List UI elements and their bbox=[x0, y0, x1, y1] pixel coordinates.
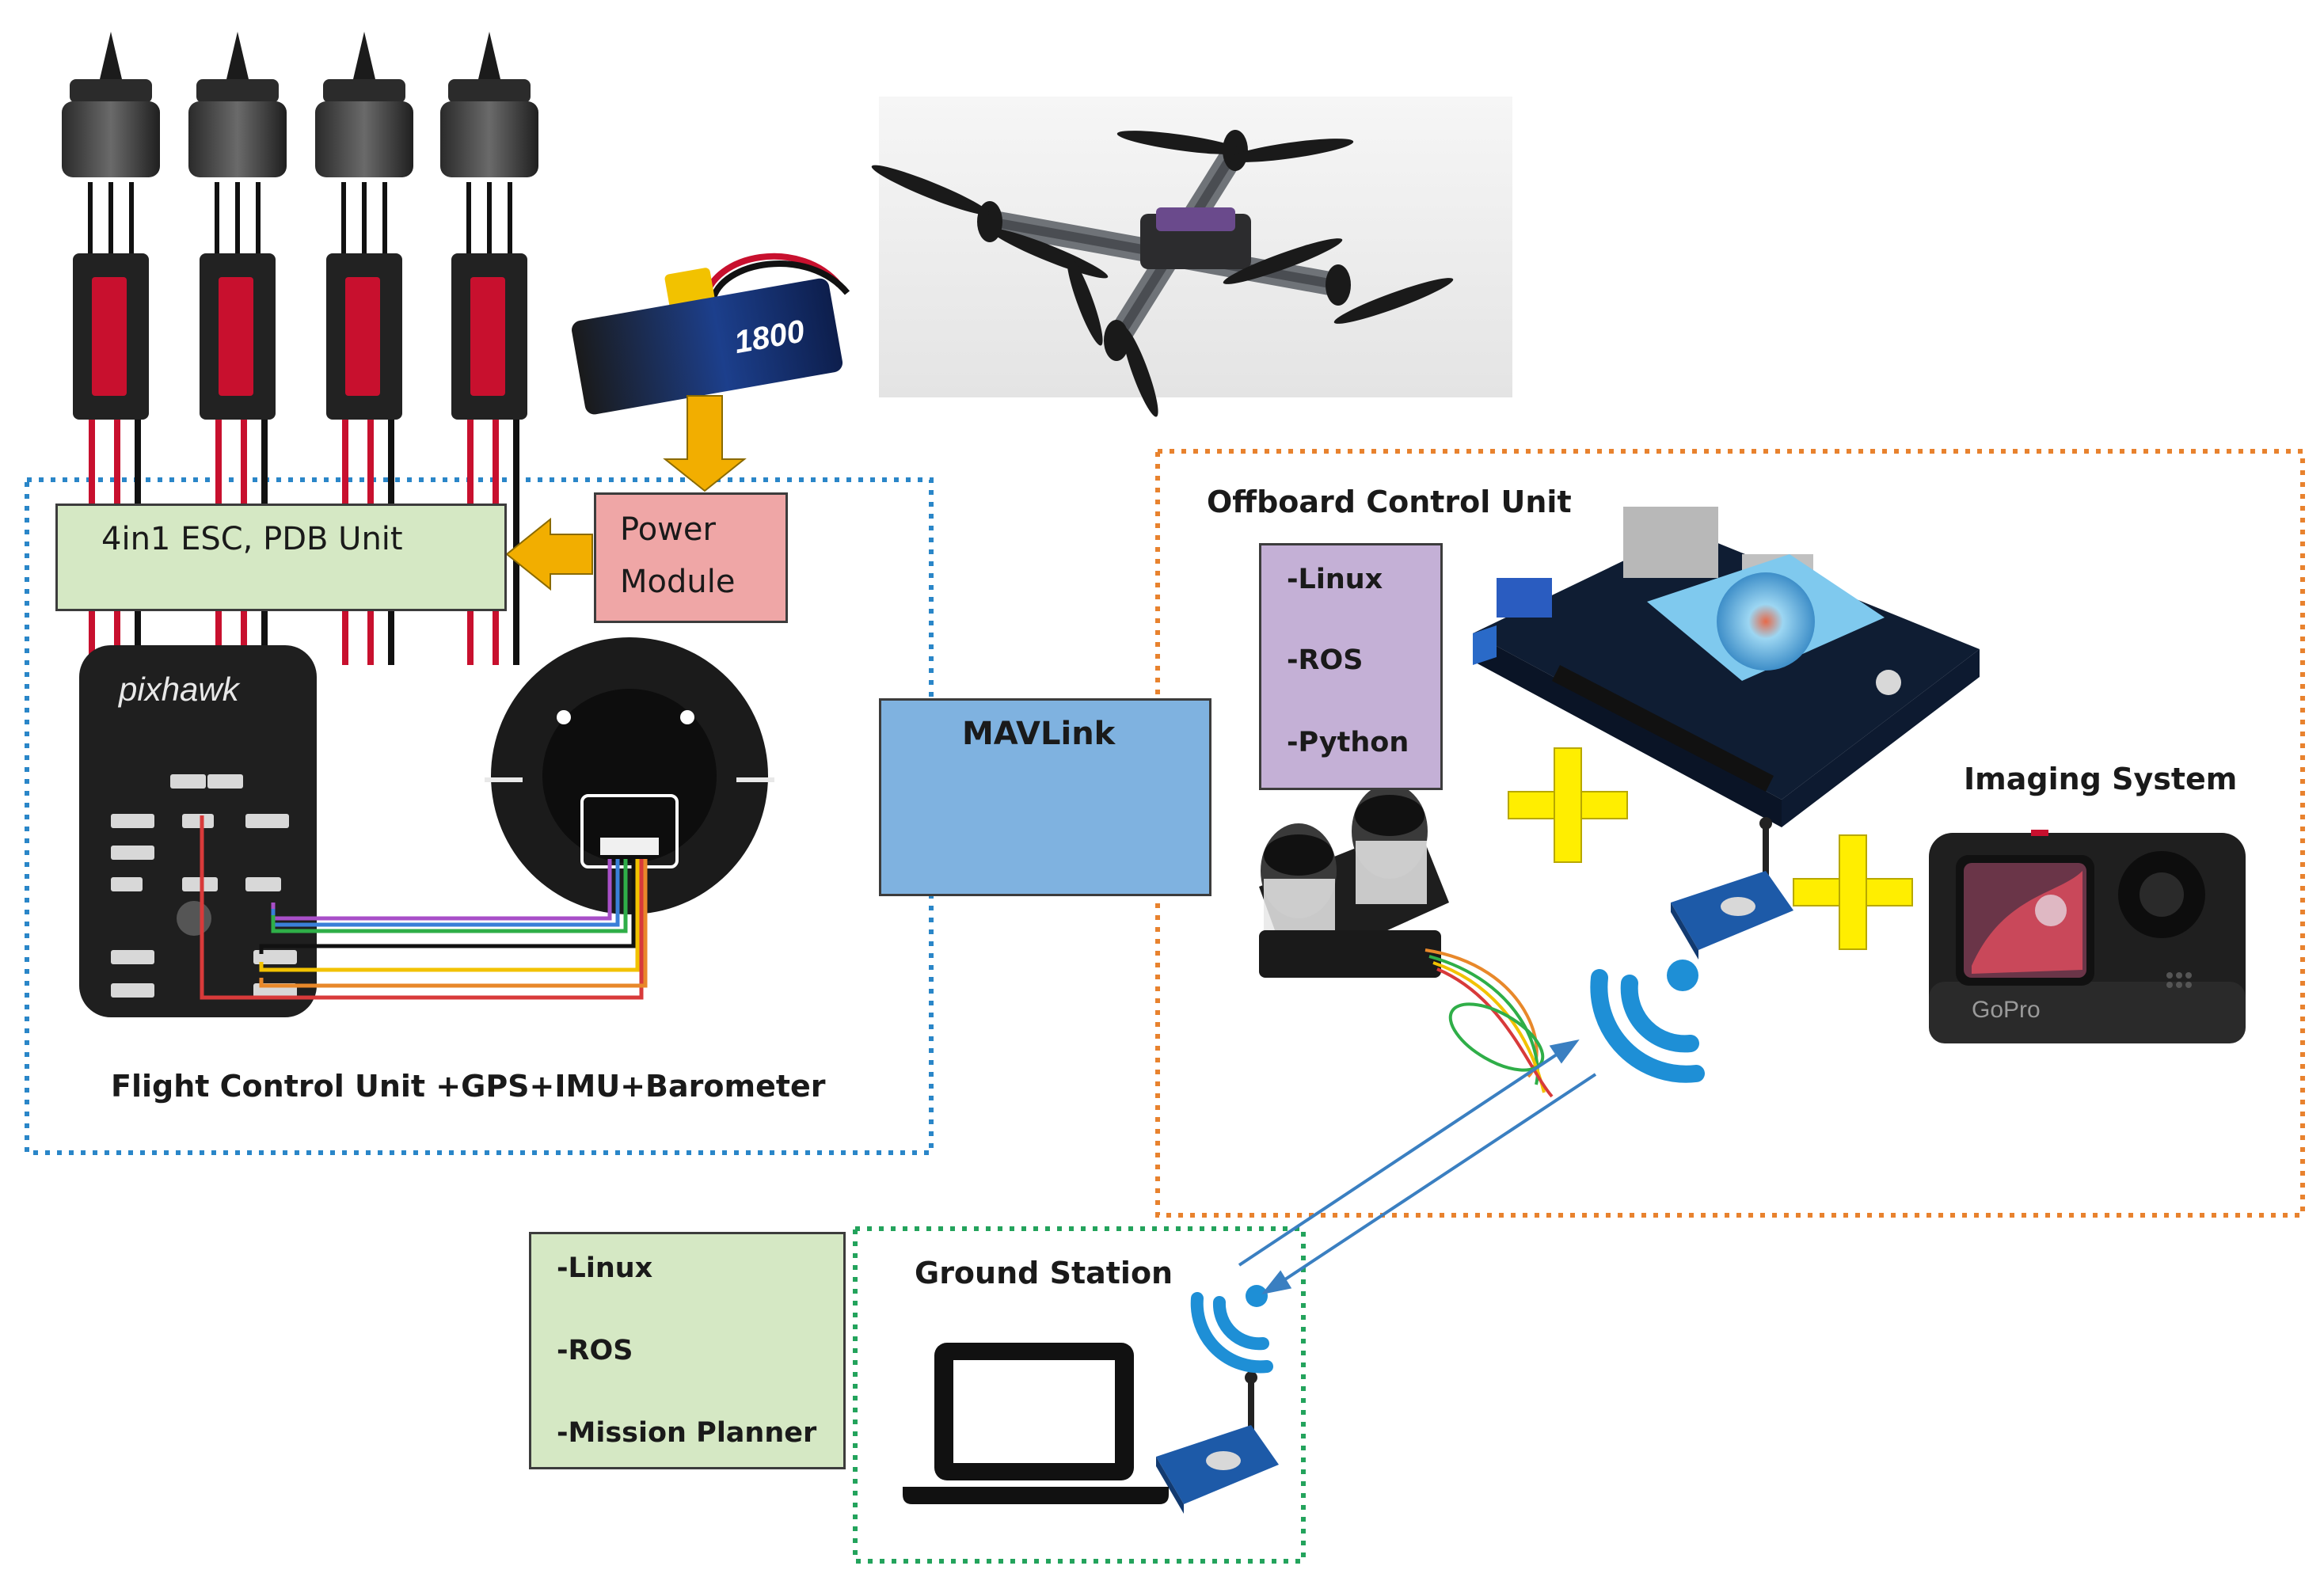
radio-module-icon-offboard bbox=[1671, 817, 1793, 960]
motor-icon bbox=[62, 32, 160, 177]
power-to-esc-arrow bbox=[505, 517, 593, 591]
offboard-computer-icon bbox=[1473, 507, 1980, 827]
battery-icon: 1800 bbox=[572, 253, 850, 415]
motor-icon bbox=[315, 32, 413, 177]
offboard-software-item: -Python bbox=[1287, 727, 1409, 758]
imaging-system-title: Imaging System bbox=[1964, 762, 2238, 796]
offboard-control-unit-title: Offboard Control Unit bbox=[1207, 485, 1572, 519]
lidar-cable bbox=[1424, 948, 1554, 1098]
offboard-software-item: -ROS bbox=[1287, 644, 1364, 676]
motor-icon bbox=[188, 32, 287, 177]
mavlink-label: MAVLink bbox=[962, 716, 1116, 752]
esc-icons bbox=[73, 182, 527, 665]
power-module-label-line1: Power bbox=[620, 511, 716, 548]
offboard-software-box bbox=[1259, 543, 1443, 790]
flight-control-unit-title: Flight Control Unit +GPS+IMU+Barometer bbox=[111, 1069, 826, 1104]
radio-link-lines bbox=[1238, 1039, 1597, 1295]
camera-icon: GoPro bbox=[1929, 830, 2246, 1043]
gps-cables bbox=[200, 815, 648, 1000]
wifi-icon-offboard bbox=[1590, 960, 1705, 1083]
quadcopter-icon bbox=[871, 97, 1512, 417]
mavlink-box bbox=[879, 698, 1211, 896]
ground-software-item: -ROS bbox=[557, 1335, 633, 1366]
ground-software-box bbox=[529, 1232, 846, 1469]
plus-icon-2 bbox=[1793, 834, 1913, 950]
power-module-label-line2: Module bbox=[620, 564, 736, 600]
lidar-sensor-icon bbox=[1259, 784, 1449, 978]
battery-to-power-arrow bbox=[663, 395, 747, 492]
laptop-icon bbox=[903, 1343, 1169, 1504]
flight-control-group-border bbox=[25, 477, 934, 1155]
ground-software-item: -Mission Planner bbox=[557, 1417, 817, 1449]
ground-station-title: Ground Station bbox=[915, 1256, 1173, 1290]
esc-pdb-unit-label: 4in1 ESC, PDB Unit bbox=[101, 521, 403, 557]
power-module-box bbox=[594, 492, 788, 623]
esc-pdb-unit-box bbox=[55, 504, 507, 611]
radio-module-icon-ground bbox=[1156, 1371, 1279, 1514]
pixhawk-icon: pixhawk bbox=[79, 645, 317, 1017]
ground-software-item: -Linux bbox=[557, 1252, 653, 1284]
motor-icons bbox=[62, 32, 538, 177]
plus-icon-1 bbox=[1508, 747, 1628, 863]
wifi-icon-ground bbox=[1190, 1285, 1273, 1374]
pixhawk-logo-text: pixhawk bbox=[117, 671, 241, 708]
gps-module-icon bbox=[485, 637, 774, 914]
camera-brand-text: GoPro bbox=[1972, 997, 2041, 1023]
esc-icon bbox=[200, 182, 276, 665]
offboard-software-item: -Linux bbox=[1287, 564, 1383, 595]
motor-icon bbox=[440, 32, 538, 177]
